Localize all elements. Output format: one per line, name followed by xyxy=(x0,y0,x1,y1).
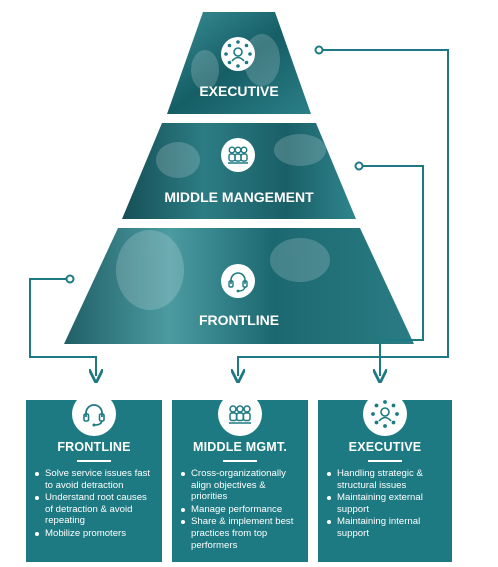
card-frontline: FRONTLINE Solve service issues fast to a… xyxy=(26,392,162,562)
card-title: FRONTLINE xyxy=(57,440,131,454)
list-item: Handling strategic & structural issues xyxy=(326,468,446,491)
list-item: Understand root causes of detraction & a… xyxy=(34,492,156,527)
connector-dot-executive xyxy=(314,45,324,55)
title-underline xyxy=(368,460,402,462)
card-title: EXECUTIVE xyxy=(348,440,422,454)
connector-dot-frontline xyxy=(65,274,75,284)
list-item: Share & implement best practices from to… xyxy=(180,516,302,551)
tier-label-middle: MIDDLE MANGEMENT xyxy=(164,189,314,205)
list-item: Mobilize promoters xyxy=(34,528,156,540)
card-list: Handling strategic & structural issues M… xyxy=(326,468,446,541)
connector-frontline xyxy=(29,278,96,376)
connector-dot-middle xyxy=(354,161,364,171)
title-underline xyxy=(77,460,111,462)
connector-executive-to-middle xyxy=(238,49,449,376)
connector-middle-to-executive xyxy=(361,165,424,376)
title-underline xyxy=(223,460,257,462)
card-middle-mgmt: MIDDLE MGMT. Cross-organizationally alig… xyxy=(172,392,308,562)
team-group-icon xyxy=(218,392,262,436)
team-group-icon xyxy=(221,138,255,172)
card-title: MIDDLE MGMT. xyxy=(192,440,288,454)
card-list: Solve service issues fast to avoid detra… xyxy=(34,468,156,541)
list-item: Maintaining external support xyxy=(326,492,446,515)
list-item: Manage performance xyxy=(180,504,302,516)
connector-lines xyxy=(29,49,449,376)
list-item: Cross-organizationally align objectives … xyxy=(180,468,302,503)
card-list: Cross-organizationally align objectives … xyxy=(180,468,302,552)
tier-label-executive: EXECUTIVE xyxy=(199,83,278,99)
list-item: Maintaining internal support xyxy=(326,516,446,539)
executive-network-icon xyxy=(221,37,255,71)
headset-agent-icon xyxy=(72,392,116,436)
tier-label-frontline: FRONTLINE xyxy=(199,312,279,328)
card-executive: EXECUTIVE Handling strategic & structura… xyxy=(318,392,452,562)
headset-agent-icon xyxy=(221,264,255,298)
list-item: Solve service issues fast to avoid detra… xyxy=(34,468,156,491)
executive-network-icon xyxy=(363,392,407,436)
